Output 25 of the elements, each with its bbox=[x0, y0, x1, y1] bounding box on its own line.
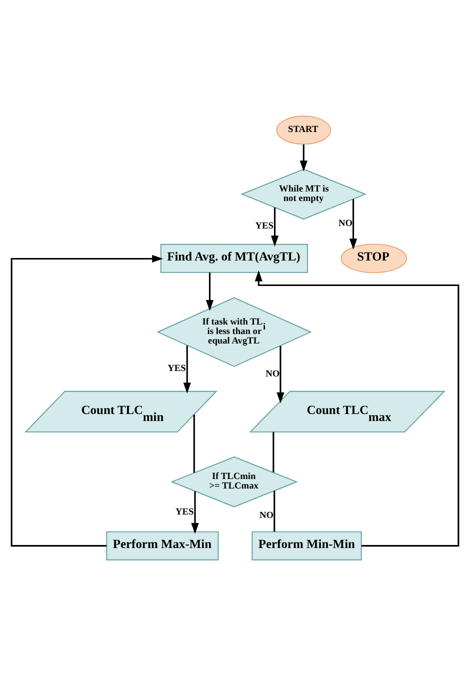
arrow bbox=[10, 254, 164, 546]
edge-label: NO bbox=[260, 510, 274, 520]
edge-label: YES bbox=[255, 221, 274, 232]
arrow bbox=[300, 144, 308, 172]
edge-label: NO bbox=[338, 218, 353, 229]
connector bbox=[272, 431, 274, 472]
arrow bbox=[206, 272, 214, 310]
node-diamond: If TLCmin >= TLCmax bbox=[170, 456, 298, 507]
node-ellipse: STOP bbox=[340, 243, 408, 273]
edge-label: YES bbox=[175, 506, 194, 517]
arrow bbox=[191, 490, 199, 534]
arrow bbox=[276, 345, 284, 403]
arrow bbox=[270, 206, 279, 246]
arrow bbox=[349, 198, 358, 250]
node-box: Find Avg. of MT(AvgTL) bbox=[160, 243, 308, 272]
edge-label: NO bbox=[266, 368, 280, 379]
edge-label: YES bbox=[168, 364, 186, 374]
connector bbox=[193, 414, 195, 472]
node-box: Perform Max-Min bbox=[106, 530, 219, 560]
node-ellipse: START bbox=[276, 115, 331, 144]
arrow bbox=[254, 270, 460, 546]
node-box: Perform Min-Min bbox=[252, 530, 362, 560]
arrow bbox=[183, 345, 191, 394]
connector bbox=[274, 490, 276, 532]
node-diamond: While MT is not empty bbox=[240, 168, 367, 220]
